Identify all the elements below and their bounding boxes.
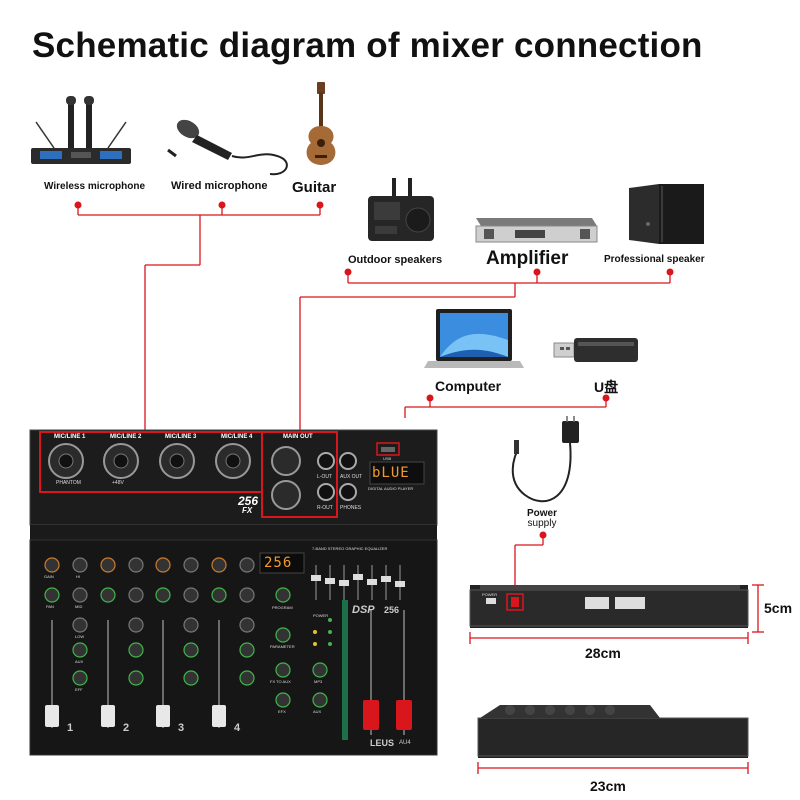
fx-badge: 256 bbox=[238, 494, 259, 508]
width-dimension: 28cm bbox=[585, 645, 621, 661]
l-out-label: L-OUT bbox=[317, 474, 332, 480]
aux-out-label: AUX OUT bbox=[340, 474, 363, 480]
dsp-label: DSP bbox=[352, 604, 375, 616]
model-label: AU4 bbox=[399, 740, 411, 746]
usb-port-label: USB bbox=[383, 456, 392, 461]
power-supply-label: Power supply bbox=[527, 509, 557, 529]
knob-label-mid: MID bbox=[75, 604, 83, 609]
computer-label: Computer bbox=[435, 378, 502, 394]
knob-label-gain: GAIN bbox=[44, 574, 54, 579]
efx-label: EFX bbox=[278, 709, 286, 714]
u-disk-label: U盘 bbox=[594, 379, 619, 395]
amplifier-label: Amplifier bbox=[486, 248, 569, 269]
player-title: DIGITAL AUDIO PLAYER bbox=[368, 486, 414, 491]
fx-to-aux-label: FX TO AUX bbox=[270, 679, 291, 684]
channel-label-2: MIC/LINE 2 bbox=[110, 434, 142, 440]
channel-input-jacks bbox=[39, 431, 263, 493]
channel-number-3: 3 bbox=[178, 722, 185, 734]
program-label: PROGRAM bbox=[272, 605, 293, 610]
wireless-microphone-label: Wireless microphone bbox=[44, 181, 146, 192]
phantom-label-2: +48V bbox=[112, 480, 124, 486]
dsp-number: 256 bbox=[384, 605, 400, 615]
guitar-label: Guitar bbox=[292, 179, 337, 196]
player-display: bLUE bbox=[372, 465, 410, 481]
channel-label-3: MIC/LINE 3 bbox=[165, 434, 197, 440]
knob-label-eff: EFF bbox=[75, 687, 83, 692]
channel-number-2: 2 bbox=[123, 722, 130, 734]
parameter-label: PARAMETER bbox=[270, 644, 295, 649]
page-title: Schematic diagram of mixer connection bbox=[32, 26, 703, 65]
knob-label-low: LOW bbox=[75, 634, 85, 639]
r-out-label: R-OUT bbox=[317, 505, 333, 511]
height-dimension: 5cm bbox=[764, 600, 793, 616]
outdoor-speakers-label: Outdoor speakers bbox=[348, 254, 443, 266]
brand-label: LEUS bbox=[370, 738, 395, 748]
power-led-label: POWER bbox=[313, 613, 329, 618]
fx-badge-sub: FX bbox=[242, 506, 253, 515]
fx-display: 256 bbox=[264, 555, 293, 571]
knob-label-aux: AUX bbox=[75, 659, 84, 664]
channel-label-4: MIC/LINE 4 bbox=[221, 434, 253, 440]
eq-title: 7-BAND STEREO GRAPHIC EQUALIZER bbox=[312, 546, 388, 551]
phantom-label-1: PHANTOM bbox=[56, 480, 81, 486]
channel-number-1: 1 bbox=[67, 722, 74, 734]
mp3-label: MP3 bbox=[314, 679, 323, 684]
phones-label: PHONES bbox=[340, 505, 362, 511]
knob-label-pan: PAN bbox=[46, 604, 54, 609]
knob-label-hi: HI bbox=[76, 574, 80, 579]
wired-microphone-label: Wired microphone bbox=[171, 180, 268, 192]
channel-label-1: MIC/LINE 1 bbox=[54, 434, 86, 440]
power-supply-label-line1: Power bbox=[527, 508, 558, 519]
main-out-label: MAIN OUT bbox=[283, 434, 313, 440]
channel-number-4: 4 bbox=[234, 722, 241, 734]
back-power-label: POWER bbox=[482, 592, 498, 597]
power-supply-label-line2: supply bbox=[527, 518, 557, 529]
aux-label: AUX bbox=[313, 709, 322, 714]
depth-dimension: 23cm bbox=[590, 778, 626, 794]
professional-speaker-label: Professional speaker bbox=[604, 254, 705, 265]
